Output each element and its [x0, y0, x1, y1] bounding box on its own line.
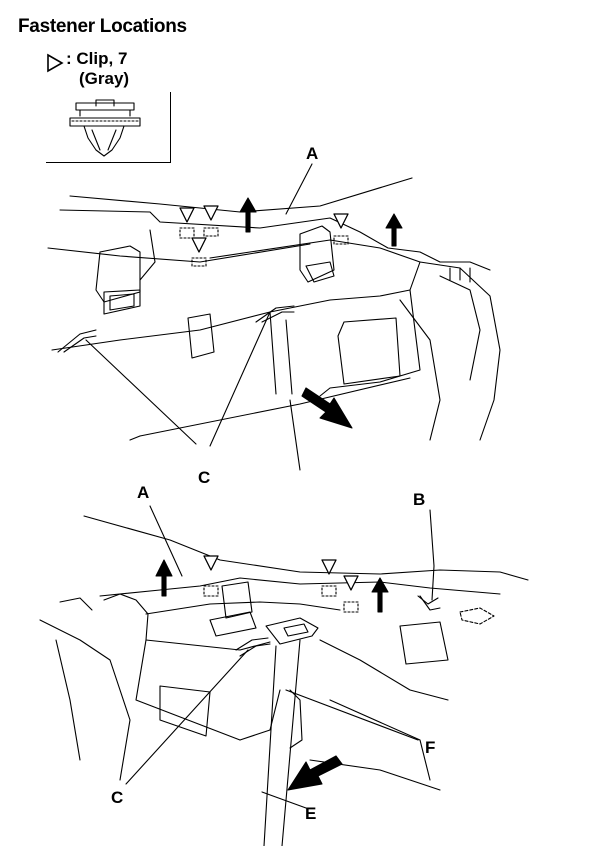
triangle-clip-icon	[47, 53, 64, 73]
callout-a-bottom: A	[137, 483, 150, 502]
legend-color-label: (Gray)	[79, 69, 130, 88]
callout-f-bottom: F	[425, 738, 436, 757]
bottom-view	[39, 505, 529, 846]
top-view	[47, 163, 501, 471]
callout-b-bottom: B	[413, 490, 426, 509]
callout-c-top: C	[198, 468, 211, 487]
clip-detail-drawing	[69, 99, 141, 157]
clip-detail-inset	[46, 92, 171, 163]
callout-e-bottom: E	[305, 804, 317, 823]
callout-c-bottom: C	[111, 788, 124, 807]
legend-clip-label: : Clip, 7	[66, 49, 128, 68]
callout-a-top: A	[306, 144, 319, 163]
diagram-title: Fastener Locations	[18, 16, 187, 37]
